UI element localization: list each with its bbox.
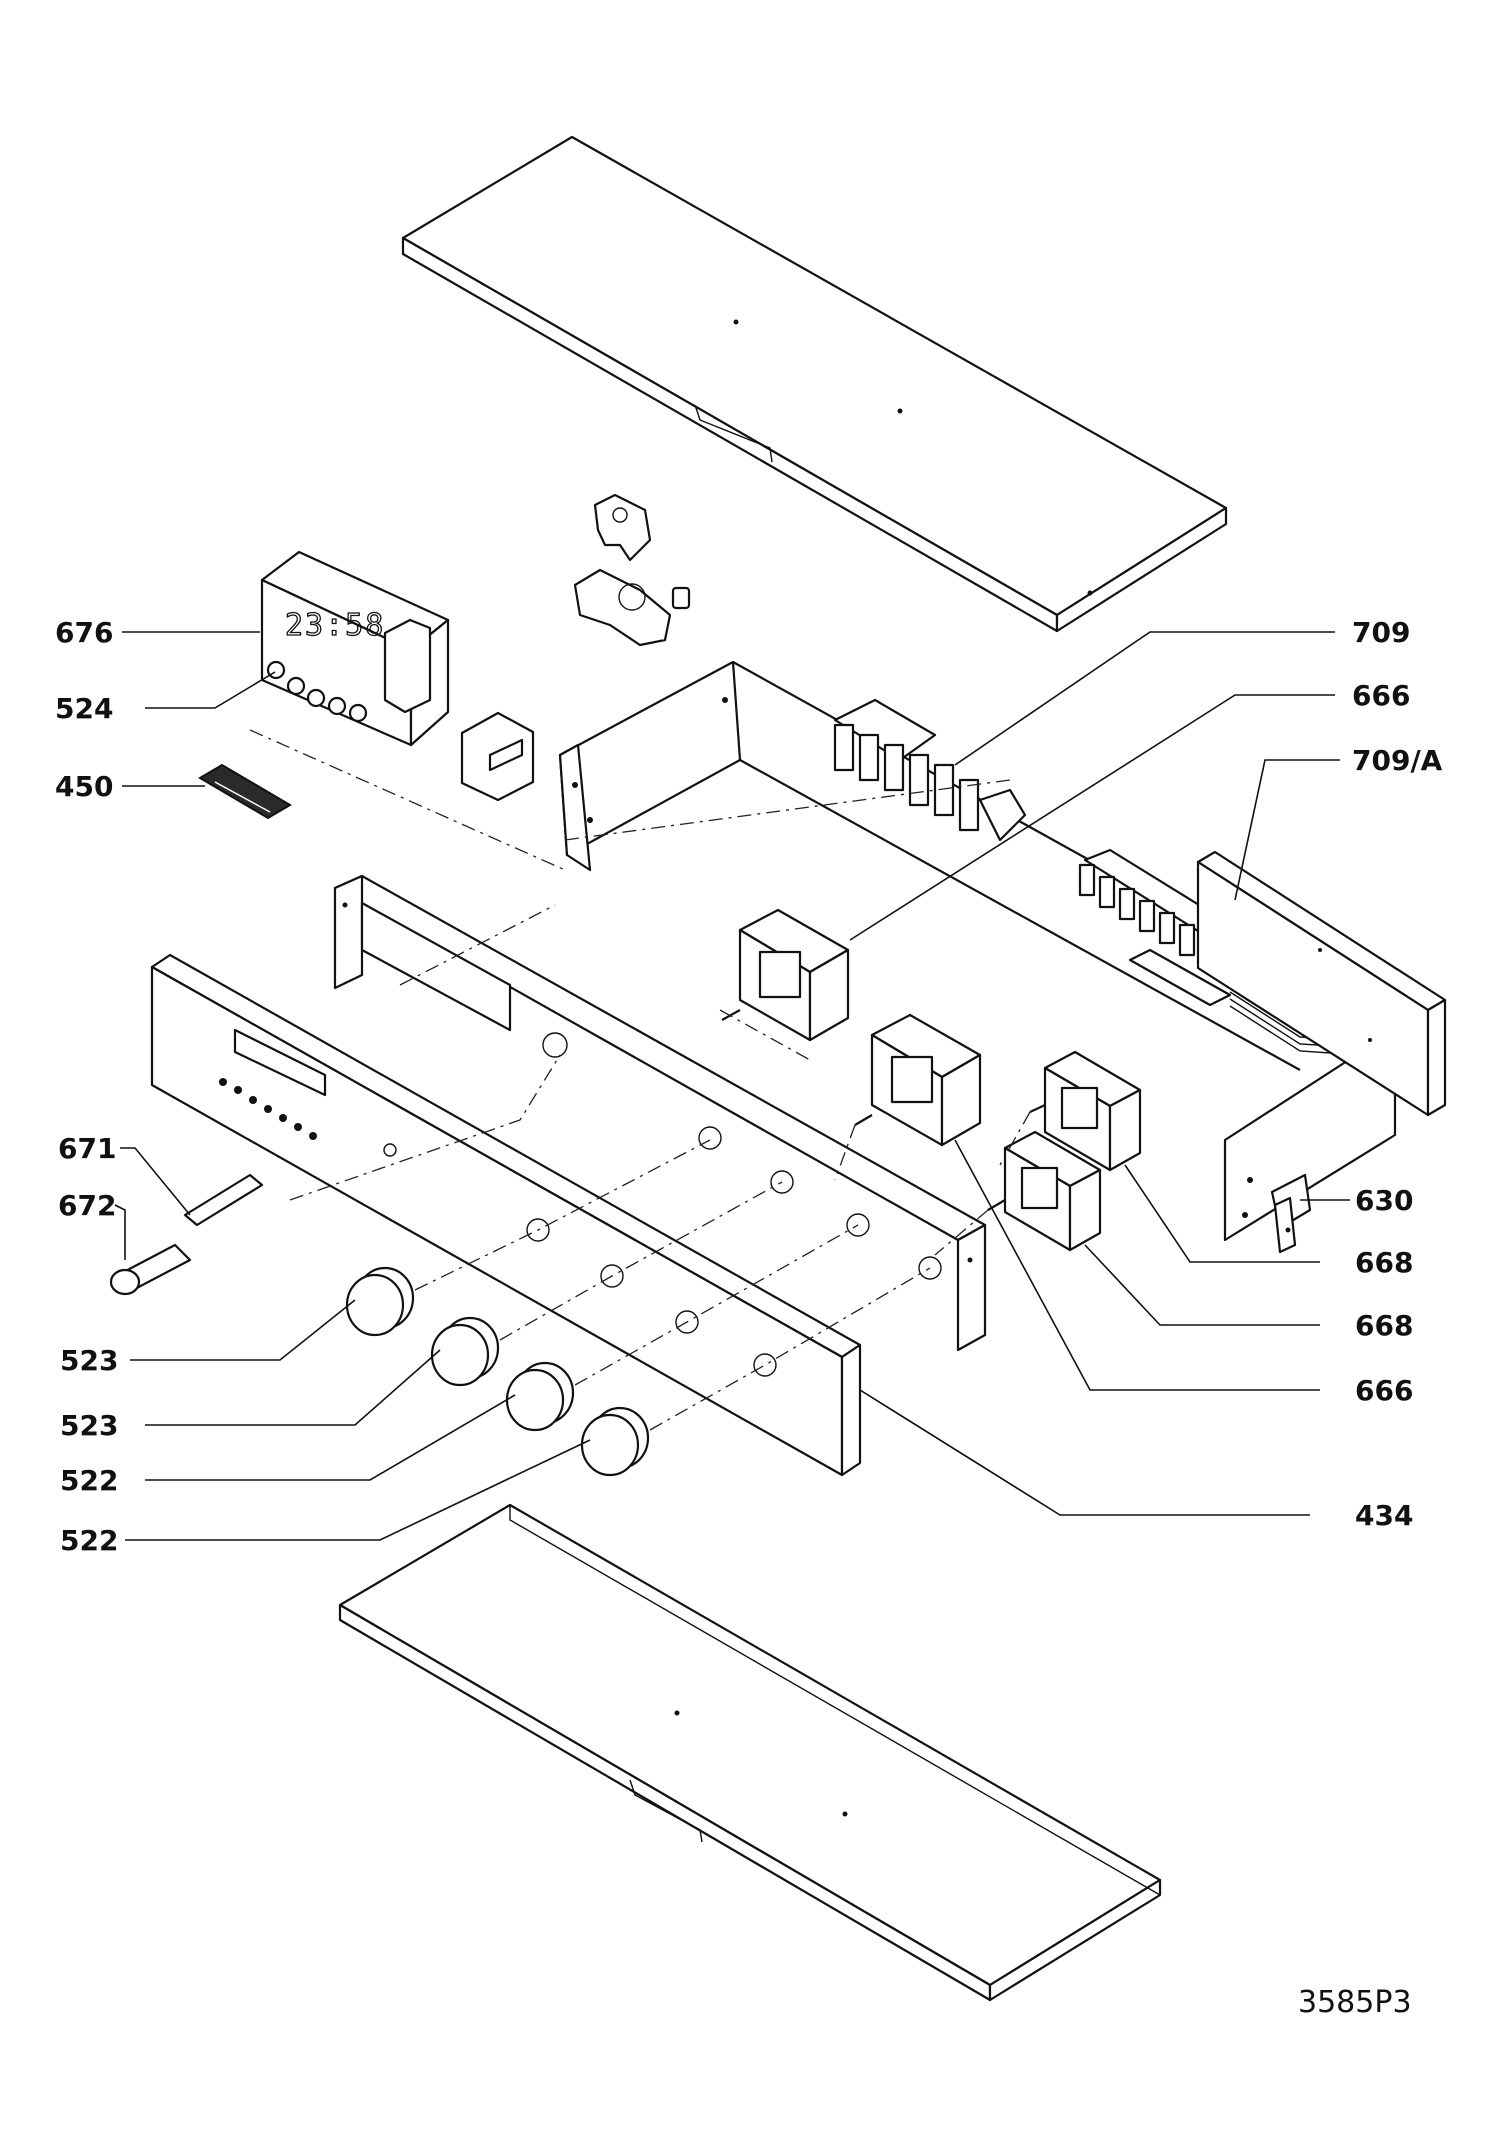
callout-450: 450	[55, 770, 113, 803]
connector-block-450	[198, 763, 292, 820]
control-knob-523-b	[430, 1316, 500, 1387]
energy-regulator-666-lower	[854, 1013, 982, 1147]
mounting-bracket-upper	[593, 493, 652, 562]
energy-regulator-668-lower	[987, 1130, 1102, 1252]
callout-522-a: 522	[60, 1464, 118, 1497]
callout-labels: 676 524 450 671 672 523 523 522 522 709 …	[55, 616, 1443, 1557]
callout-672: 672	[58, 1189, 116, 1222]
electronic-clock-timer: 23:58	[260, 550, 450, 747]
top-cover-panel	[401, 135, 1228, 633]
control-knob-522-b	[580, 1406, 650, 1477]
clock-buttons	[266, 660, 368, 723]
front-control-panel	[150, 953, 862, 1477]
control-knob-522-a	[505, 1361, 575, 1432]
callout-leader-lines	[114, 631, 1350, 1541]
rear-chassis-frame	[558, 660, 1397, 1242]
callout-434: 434	[1355, 1499, 1413, 1532]
assembly-guide-lines	[249, 729, 1031, 1431]
switch-block-709	[833, 698, 1027, 842]
control-knob-523-a	[345, 1266, 415, 1337]
rear-circuit-panel	[1196, 850, 1447, 1117]
callout-709a: 709/A	[1352, 744, 1443, 777]
callout-668-a: 668	[1355, 1246, 1413, 1279]
callout-523-b: 523	[60, 1409, 118, 1442]
callout-676: 676	[55, 616, 113, 649]
callout-668-b: 668	[1355, 1309, 1413, 1342]
mounting-bracket-lower	[573, 568, 691, 647]
clock-display-readout: 23:58	[285, 608, 385, 643]
callout-671: 671	[58, 1132, 116, 1165]
energy-regulator-668-upper	[1029, 1050, 1142, 1172]
figure-id: 3585P3	[1298, 1985, 1412, 2020]
callout-630: 630	[1355, 1184, 1413, 1217]
indicator-lamp-assembly	[109, 1173, 264, 1296]
callout-524: 524	[55, 692, 113, 725]
bottom-tray-panel	[338, 1503, 1162, 2002]
fixing-clip-630	[1270, 1173, 1312, 1254]
callout-523-a: 523	[60, 1344, 118, 1377]
callout-666-b: 666	[1355, 1374, 1413, 1407]
callout-666-a: 666	[1352, 679, 1410, 712]
energy-regulator-666-upper	[721, 908, 850, 1042]
callout-709: 709	[1352, 616, 1410, 649]
callout-522-b: 522	[60, 1524, 118, 1557]
small-mounting-plate	[460, 711, 535, 802]
